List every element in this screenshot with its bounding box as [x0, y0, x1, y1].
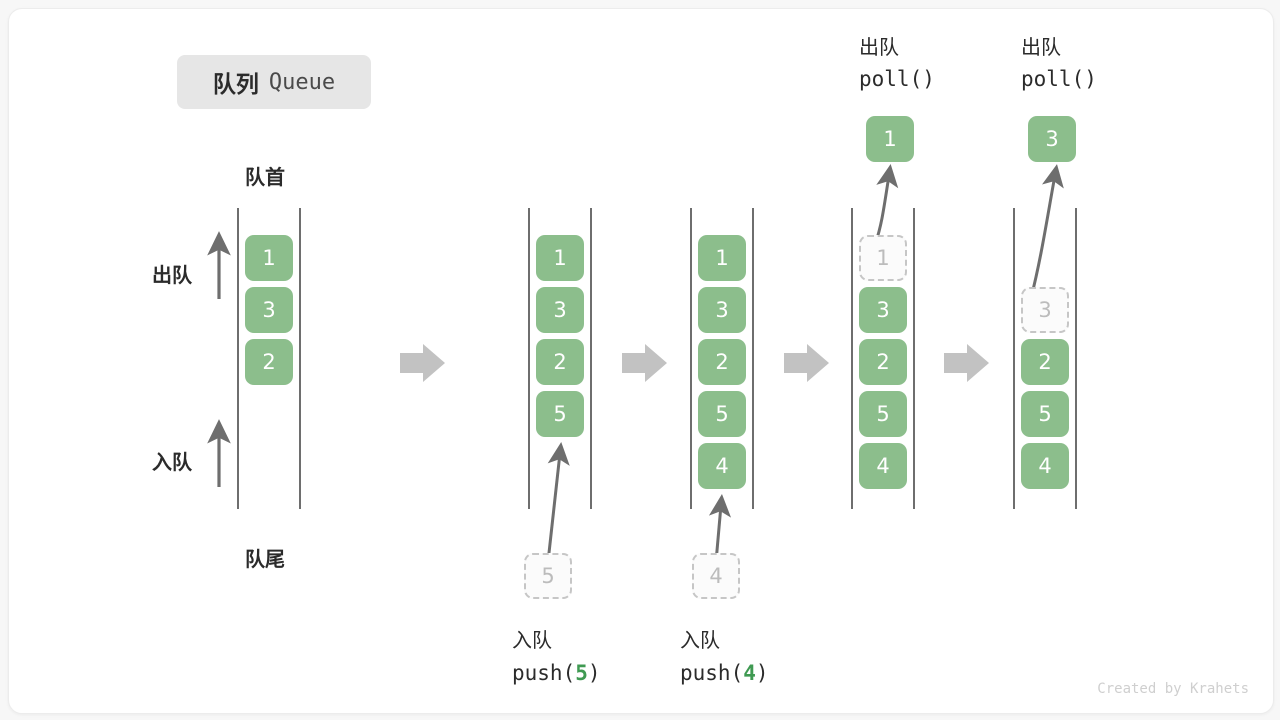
- queue-cell: 2: [859, 339, 907, 385]
- queue-cell: 1: [245, 235, 293, 281]
- step-arrow-3: [784, 344, 829, 382]
- queue-cell: 2: [536, 339, 584, 385]
- queue-cell-ghost: 1: [859, 235, 907, 281]
- incoming-cell-ghost: 5: [524, 553, 572, 599]
- code-suffix: ): [755, 661, 769, 685]
- code-value: 5: [575, 661, 588, 685]
- queue-cell: 3: [536, 287, 584, 333]
- outgoing-cell: 1: [866, 116, 914, 162]
- queue-cell: 2: [698, 339, 746, 385]
- diagram-card: 队列 Queue: [8, 8, 1274, 714]
- push-arrow-5: [546, 441, 570, 563]
- queue-cell: 5: [859, 391, 907, 437]
- operation-label-cn: 入队: [680, 628, 720, 652]
- operation-label-cn: 出队: [859, 35, 899, 59]
- title-en: Queue: [268, 69, 336, 95]
- diagram-arrows-overlay: [207, 164, 1077, 563]
- queue-cell: 1: [536, 235, 584, 281]
- poll-arrow-3: [1029, 164, 1064, 299]
- operation-label-code: poll(): [1021, 67, 1097, 91]
- label-front: 队首: [245, 165, 285, 189]
- step-arrow-1: [400, 344, 445, 382]
- code-prefix: push(: [680, 661, 744, 685]
- incoming-cell-ghost: 4: [692, 553, 740, 599]
- operation-label-code: push(5): [512, 661, 601, 685]
- title-badge: 队列 Queue: [177, 55, 371, 109]
- label-rear: 队尾: [245, 547, 285, 571]
- code-prefix: push(: [512, 661, 576, 685]
- step-arrow-2: [622, 344, 667, 382]
- label-dequeue-direction: 出队: [152, 263, 192, 287]
- queue-cell: 2: [1021, 339, 1069, 385]
- queue-cell: 3: [698, 287, 746, 333]
- queue-cell: 4: [698, 443, 746, 489]
- queue-cell: 2: [245, 339, 293, 385]
- label-enqueue-direction: 入队: [152, 450, 192, 474]
- queue-cell: 1: [698, 235, 746, 281]
- credit-text: Created by Krahets: [1097, 681, 1249, 697]
- operation-label-code: push(4): [680, 661, 769, 685]
- operation-label-cn: 出队: [1021, 35, 1061, 59]
- operation-label-code: poll(): [859, 67, 935, 91]
- queue-cell: 5: [1021, 391, 1069, 437]
- outgoing-cell: 3: [1028, 116, 1076, 162]
- queue-cell: 4: [1021, 443, 1069, 489]
- step-arrow-4: [944, 344, 989, 382]
- queue-cell: 5: [698, 391, 746, 437]
- title-cn: 队列: [212, 72, 259, 98]
- code-suffix: ): [587, 661, 601, 685]
- code-value: 4: [743, 661, 756, 685]
- operation-label-cn: 入队: [512, 628, 552, 652]
- queue-cell: 5: [536, 391, 584, 437]
- queue-cell: 4: [859, 443, 907, 489]
- queue-cell-ghost: 3: [1021, 287, 1069, 333]
- queue-cell: 3: [859, 287, 907, 333]
- queue-cell: 3: [245, 287, 293, 333]
